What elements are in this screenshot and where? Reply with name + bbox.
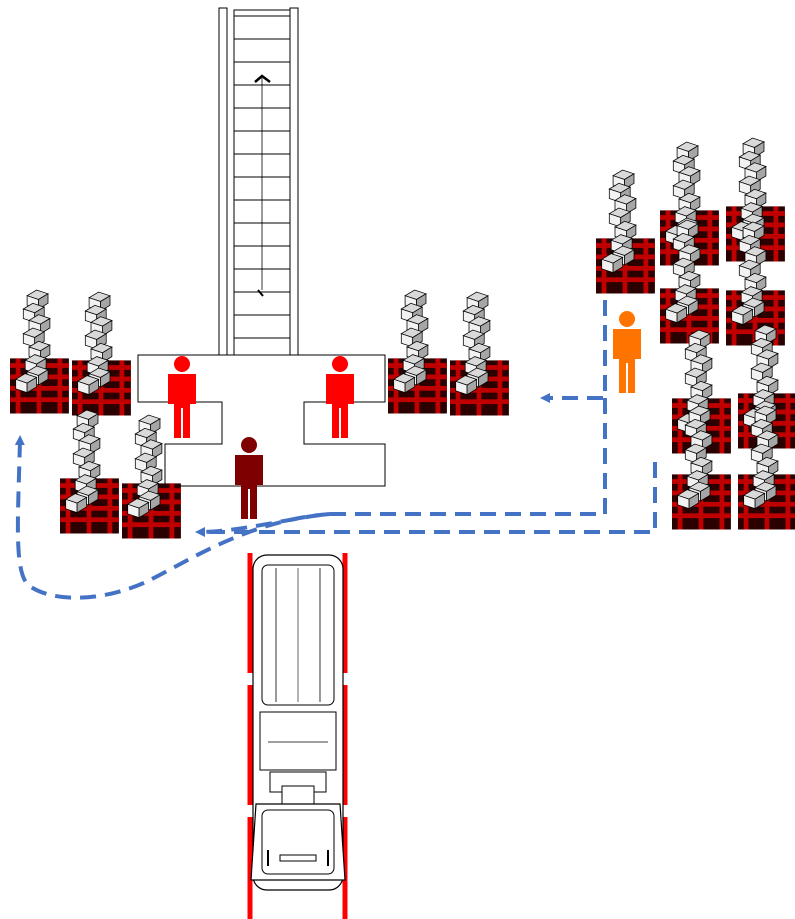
pallet-stack-icon — [450, 292, 509, 416]
route-loop-to-left-stacks — [14, 435, 331, 600]
pallet-stack-icon — [388, 290, 447, 414]
pallet-stacks — [10, 138, 795, 539]
routes — [14, 300, 657, 600]
route-to-right-stacks — [540, 300, 607, 403]
worker-orange — [613, 311, 641, 393]
forklift-truck — [247, 553, 348, 919]
conveyor-belt — [218, 7, 299, 359]
pallet-stack-icon — [10, 290, 69, 414]
loading-platform — [137, 354, 386, 487]
pallet-stack-icon — [596, 170, 655, 294]
pallet-stack-icon — [60, 410, 119, 534]
pallet-stack-icon — [72, 292, 131, 416]
